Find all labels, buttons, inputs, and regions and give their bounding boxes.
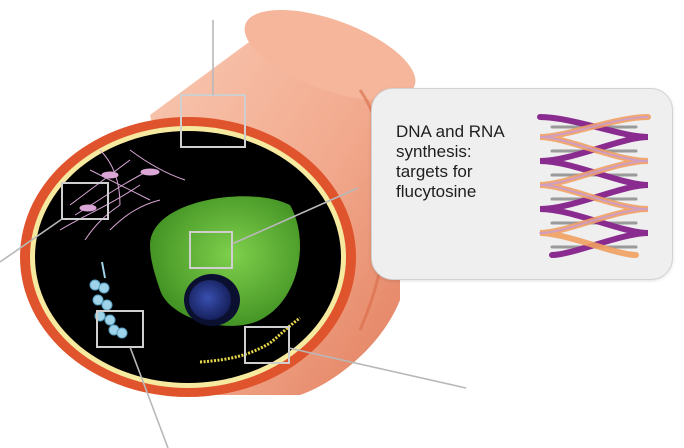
nucleus-highlight-box [189,231,233,269]
dna-rna-callout: DNA and RNA synthesis: targets for flucy… [371,88,673,280]
microtubules [59,149,186,241]
mrna-strand [199,316,301,364]
callout-text: DNA and RNA synthesis: targets for flucy… [396,122,505,201]
dna-helix-icon [537,114,651,258]
mrna-highlight-box [244,326,290,364]
ribosome-cluster [89,261,128,339]
leader-lines [0,20,467,448]
nucleus [150,196,300,326]
microtubule-highlight-box [61,182,109,220]
ribosome-highlight-box [96,310,144,348]
nucleolus [189,280,231,320]
